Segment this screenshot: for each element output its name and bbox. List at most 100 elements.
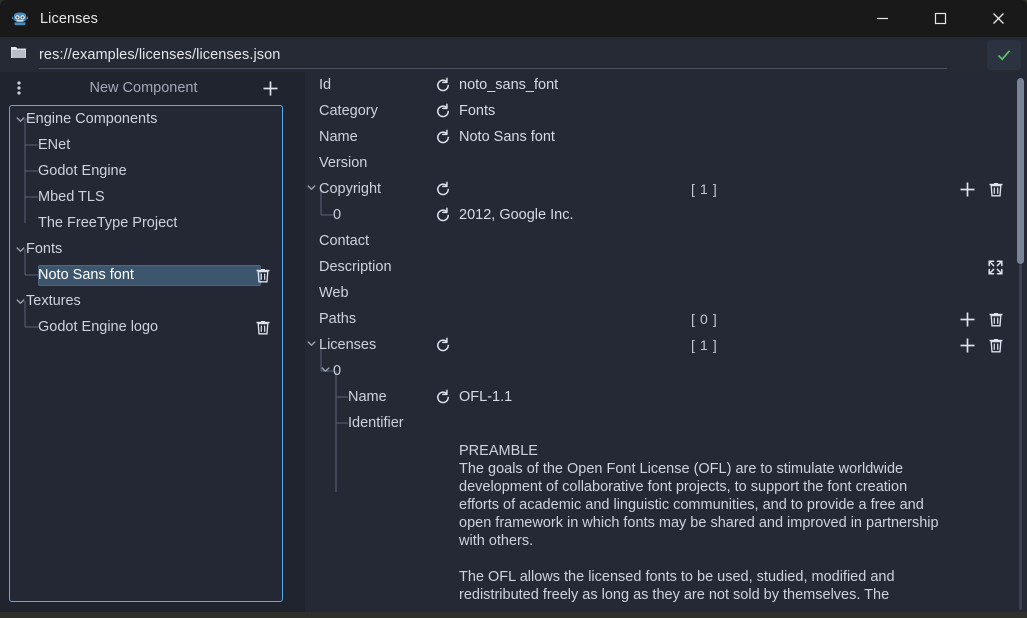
add-array-item-button[interactable]	[958, 336, 977, 355]
minimize-button[interactable]	[853, 0, 911, 37]
tree-item-label: Noto Sans font	[38, 267, 134, 283]
vertical-scrollbar[interactable]	[1016, 74, 1025, 610]
revert-arrow-icon[interactable]	[435, 389, 451, 405]
property-row[interactable]: Id noto_sans_font	[305, 72, 1027, 98]
scrollbar-thumb[interactable]	[1017, 78, 1024, 264]
clear-array-button[interactable]	[986, 180, 1005, 199]
tree-item-godot-engine-logo[interactable]: Godot Engine logo	[10, 314, 282, 340]
main-body: New Component	[0, 72, 1027, 612]
property-name: Copyright	[319, 181, 382, 197]
property-value[interactable]: 2012, Google Inc.	[459, 207, 574, 223]
property-value[interactable]: noto_sans_font	[459, 77, 559, 93]
tree-item-engine-components[interactable]: Engine Components	[10, 106, 282, 132]
property-row[interactable]: Category Fonts	[305, 98, 1027, 124]
expand-fullscreen-icon[interactable]	[986, 258, 1005, 277]
license-body-text: PREAMBLE The goals of the Open Font Lice…	[459, 443, 939, 603]
tree-item-label: ENet	[38, 137, 71, 153]
chevron-down-icon[interactable]	[14, 115, 26, 124]
revert-arrow-icon[interactable]	[435, 181, 451, 197]
property-row[interactable]: 0	[305, 358, 1027, 384]
revert-arrow-icon[interactable]	[435, 207, 451, 223]
maximize-button[interactable]	[911, 0, 969, 37]
property-row[interactable]: Name Noto Sans font	[305, 124, 1027, 150]
path-value: res://examples/licenses/licenses.json	[39, 46, 281, 63]
add-component-button[interactable]	[257, 76, 283, 100]
property-name: Id	[319, 77, 332, 93]
property-row[interactable]: Version	[305, 150, 1027, 176]
property-name: Paths	[319, 311, 357, 327]
property-name: Identifier	[348, 415, 404, 431]
add-array-item-button[interactable]	[958, 180, 977, 199]
path-input[interactable]: res://examples/licenses/licenses.json	[39, 42, 987, 69]
revert-arrow-icon[interactable]	[435, 103, 451, 119]
property-name: Web	[319, 285, 349, 301]
property-name: Name	[319, 129, 358, 145]
tree-item-godot-engine[interactable]: Godot Engine	[10, 158, 282, 184]
property-name: Category	[319, 103, 378, 119]
property-row[interactable]: Description	[305, 254, 1027, 280]
close-button[interactable]	[969, 0, 1027, 37]
property-array-count: [ 0 ]	[691, 311, 718, 327]
chevron-down-icon[interactable]	[14, 245, 26, 254]
tree-item-mbed-tls[interactable]: Mbed TLS	[10, 184, 282, 210]
delete-component-button[interactable]	[253, 266, 273, 285]
tree-item-label: Engine Components	[26, 111, 158, 127]
tree-item-label: The FreeType Project	[38, 215, 178, 231]
tree-item-label: Textures	[26, 293, 81, 309]
property-value[interactable]: Noto Sans font	[459, 129, 555, 145]
delete-component-button[interactable]	[253, 318, 273, 337]
window-title: Licenses	[40, 10, 99, 27]
property-value[interactable]: Fonts	[459, 103, 496, 119]
title-bar: Licenses	[0, 0, 1027, 37]
revert-arrow-icon[interactable]	[435, 129, 451, 145]
scrollbar-track	[1019, 264, 1022, 610]
revert-arrow-icon[interactable]	[435, 337, 451, 353]
property-array-count: [ 1 ]	[691, 181, 718, 197]
revert-arrow-icon[interactable]	[435, 77, 451, 93]
chevron-down-icon[interactable]	[321, 358, 330, 384]
tree-item-label: Godot Engine logo	[38, 319, 159, 335]
confirm-path-button[interactable]	[987, 39, 1021, 70]
property-row[interactable]: Copyright [ 1 ]	[305, 176, 1027, 202]
property-name: Contact	[319, 233, 369, 249]
property-row[interactable]: Web	[305, 280, 1027, 306]
property-name: Licenses	[319, 337, 377, 353]
chevron-down-icon[interactable]	[14, 297, 26, 306]
property-row[interactable]: 0 2012, Google Inc.	[305, 202, 1027, 228]
folder-icon[interactable]	[10, 45, 27, 65]
tree-item-the-freetype-project[interactable]: The FreeType Project	[10, 210, 282, 236]
clear-array-button[interactable]	[986, 310, 1005, 329]
add-array-item-button[interactable]	[958, 310, 977, 329]
component-panel: New Component	[0, 72, 291, 612]
property-array-count: [ 1 ]	[691, 337, 718, 353]
property-name: Name	[348, 389, 387, 405]
property-name: Description	[319, 259, 392, 275]
property-row[interactable]: Licenses [ 1 ]	[305, 332, 1027, 358]
clear-array-button[interactable]	[986, 336, 1005, 355]
property-row[interactable]: Paths [ 0 ]	[305, 306, 1027, 332]
panel-splitter[interactable]	[291, 72, 305, 612]
tree-item-fonts[interactable]: Fonts	[10, 236, 282, 262]
window-controls	[853, 0, 1027, 37]
chevron-down-icon[interactable]	[307, 332, 316, 358]
property-name: 0	[333, 207, 342, 223]
tree-item-label: Fonts	[26, 241, 63, 257]
tree-item-noto-sans-font[interactable]: Noto Sans font	[10, 262, 282, 288]
property-value[interactable]: OFL-1.1	[459, 389, 513, 405]
tree-item-textures[interactable]: Textures	[10, 288, 282, 314]
tree-item-enet[interactable]: ENet	[10, 132, 282, 158]
chevron-down-icon[interactable]	[307, 176, 316, 202]
component-panel-title: New Component	[89, 80, 198, 96]
tree-item-label: Godot Engine	[38, 163, 127, 179]
component-panel-header: New Component	[0, 72, 291, 104]
tree-selection-highlight	[38, 265, 261, 286]
path-bar: res://examples/licenses/licenses.json	[0, 37, 1027, 72]
property-row[interactable]: Name OFL-1.1	[305, 384, 1027, 410]
property-row[interactable]: Identifier	[305, 410, 1027, 436]
property-row[interactable]: Contact	[305, 228, 1027, 254]
kebab-menu-icon[interactable]	[8, 76, 30, 100]
godot-robot-icon	[10, 9, 30, 29]
